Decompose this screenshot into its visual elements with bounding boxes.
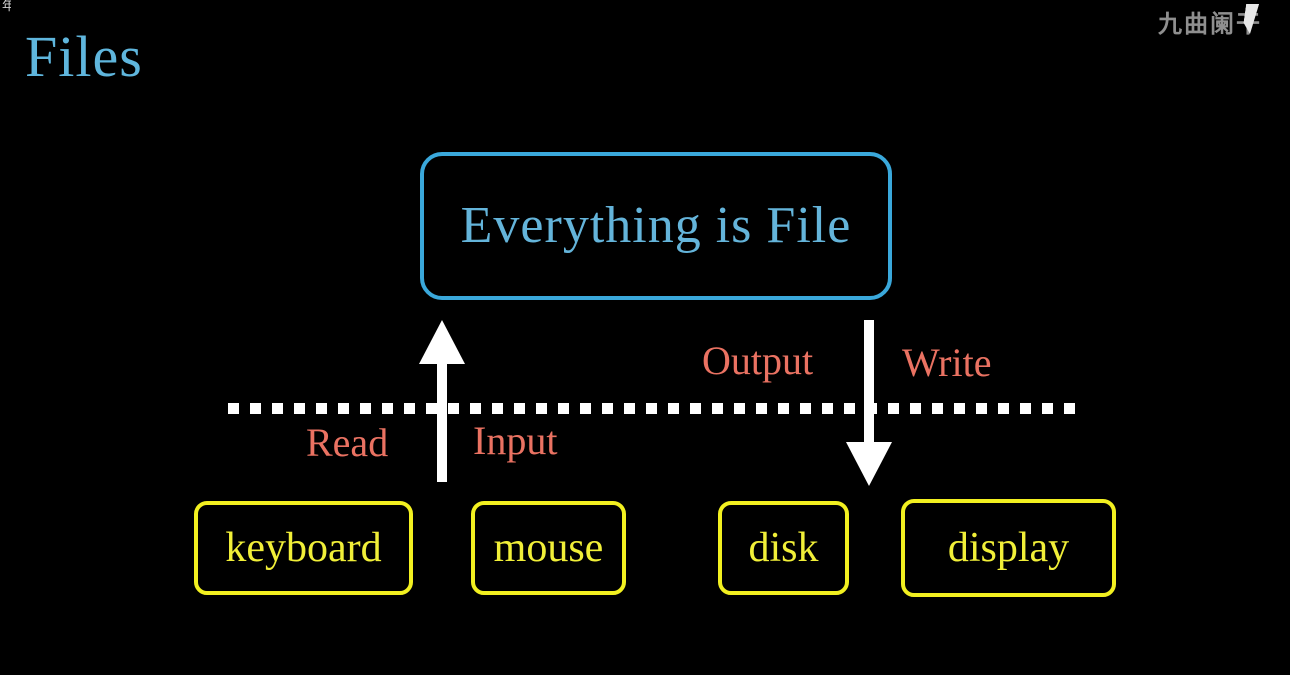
watermark-logo-icon bbox=[1240, 2, 1262, 36]
device-box-display: display bbox=[901, 499, 1116, 597]
watermark: 九曲阑干 bbox=[1158, 4, 1262, 39]
device-box-disk: disk bbox=[718, 501, 849, 595]
device-label-mouse: mouse bbox=[493, 525, 604, 571]
device-label-disk: disk bbox=[748, 525, 819, 571]
arrow-head-up bbox=[419, 320, 465, 364]
read-arrow-up-icon bbox=[419, 320, 465, 482]
flow-label-write: Write bbox=[902, 340, 992, 385]
concept-box-label: Everything is File bbox=[460, 197, 852, 254]
boundary-divider bbox=[228, 403, 1086, 414]
device-box-mouse: mouse bbox=[471, 501, 626, 595]
arrow-head-down bbox=[846, 442, 892, 486]
device-box-keyboard: keyboard bbox=[194, 501, 413, 595]
page-title: Files bbox=[25, 24, 143, 89]
device-label-display: display bbox=[947, 525, 1070, 571]
arrow-shaft bbox=[437, 358, 447, 482]
concept-box: Everything is File bbox=[420, 152, 892, 300]
write-arrow-down-icon bbox=[846, 320, 892, 486]
flow-label-read: Read bbox=[306, 420, 389, 465]
flow-label-output: Output bbox=[702, 338, 814, 383]
flow-label-input: Input bbox=[473, 418, 558, 463]
device-label-keyboard: keyboard bbox=[225, 525, 382, 571]
arrow-shaft bbox=[864, 320, 874, 448]
corner-artifact-glyph: 年 bbox=[2, 0, 11, 14]
